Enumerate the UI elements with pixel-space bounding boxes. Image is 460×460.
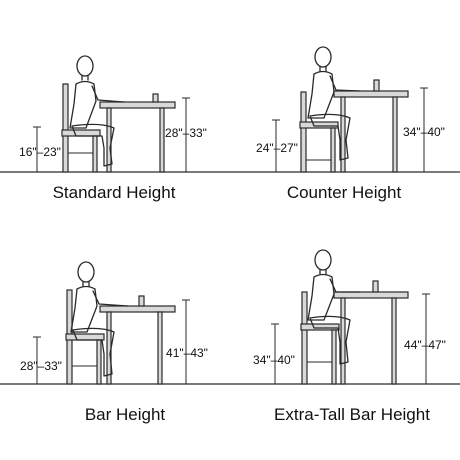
chair-illustration	[65, 289, 105, 385]
panel-standard-height: 16"–23" 28"–33" Standard Height	[0, 55, 230, 202]
seated-person-illustration	[307, 249, 361, 365]
seat-height-marker	[33, 126, 41, 172]
seat-height-marker	[271, 323, 279, 384]
table-illustration	[99, 295, 176, 385]
panel-caption: Counter Height	[287, 183, 402, 202]
chair-illustration	[299, 91, 339, 173]
table-illustration	[99, 93, 176, 173]
table-height-marker	[422, 293, 430, 384]
panel-bar-height: 28"–33" 41"–43" Bar Height	[0, 261, 230, 424]
seated-person-illustration	[69, 55, 125, 167]
seated-person-illustration	[307, 46, 361, 161]
panel-extra-tall-bar-height: 34"–40" 44"–47" Extra-Tall Bar Height	[230, 249, 460, 424]
panel-counter-height: 24"–27" 34"–40" Counter Height	[230, 46, 460, 202]
table-illustration	[333, 280, 409, 385]
seated-person-illustration	[70, 261, 129, 377]
table-height-label: 28"–33"	[165, 126, 207, 140]
seat-height-marker	[33, 336, 41, 384]
table-height-marker	[420, 87, 428, 172]
table-height-marker	[182, 97, 190, 172]
panel-caption: Bar Height	[85, 405, 166, 424]
seat-height-label: 16"–23"	[19, 145, 61, 159]
table-height-label: 41"–43"	[166, 346, 208, 360]
table-height-label: 34"–40"	[403, 125, 445, 139]
seat-height-label: 24"–27"	[256, 141, 298, 155]
panel-caption: Extra-Tall Bar Height	[274, 405, 430, 424]
seat-height-marker	[272, 119, 280, 172]
seat-height-label: 34"–40"	[253, 353, 295, 367]
seat-height-label: 28"–33"	[20, 359, 62, 373]
chair-illustration	[300, 291, 340, 385]
table-height-marker	[182, 299, 190, 384]
table-height-label: 44"–47"	[404, 338, 446, 352]
panel-caption: Standard Height	[53, 183, 176, 202]
table-illustration	[333, 79, 409, 173]
